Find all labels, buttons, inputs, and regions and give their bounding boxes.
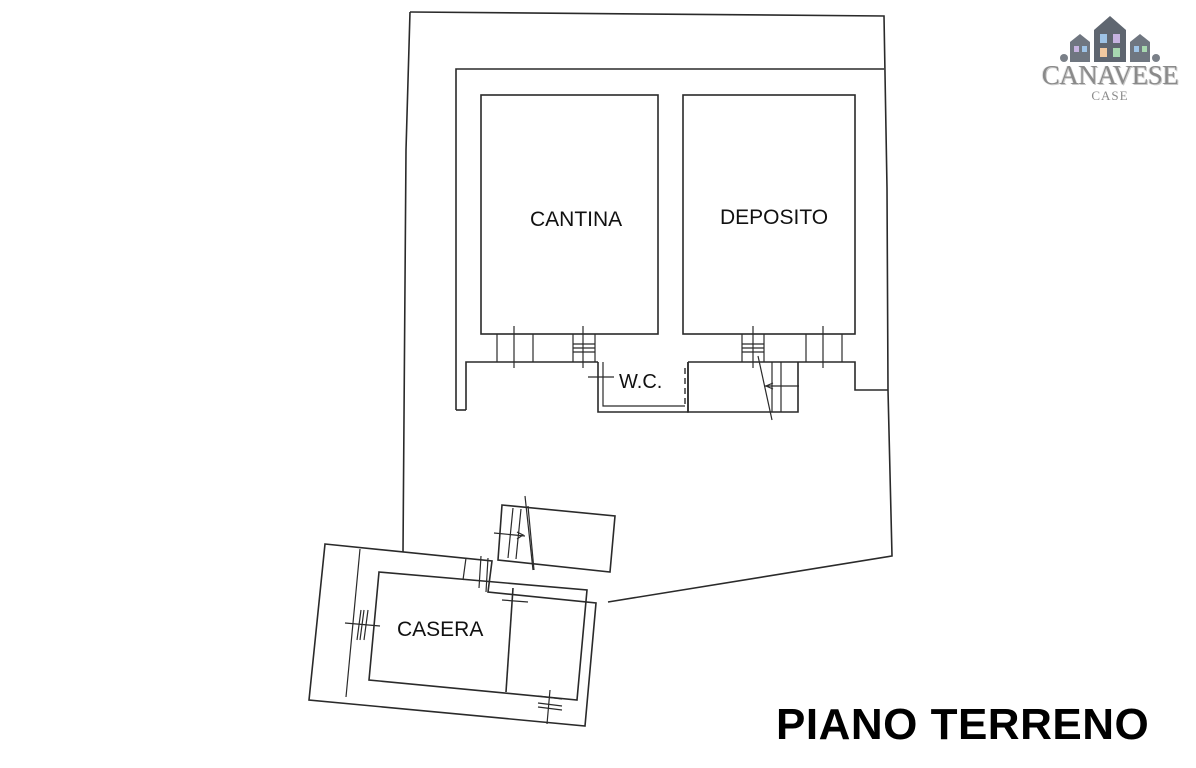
room-label-casera: CASERA <box>397 618 484 641</box>
casera-building <box>308 495 616 727</box>
room-label-wc: W.C. <box>619 371 663 393</box>
floor-title: PIANO TERRENO <box>776 700 1150 749</box>
main-building <box>455 68 888 421</box>
room-label-deposito: DEPOSITO <box>720 206 829 229</box>
cantina-room <box>480 94 659 335</box>
logo-brand: CANAVESE <box>1041 60 1179 90</box>
property-boundary <box>402 11 893 603</box>
logo-sub: CASE <box>1091 88 1129 103</box>
houses-icon <box>1060 16 1160 62</box>
deposito-room <box>682 94 856 335</box>
logo: CANAVESE CASE <box>1030 14 1190 103</box>
room-label-cantina: CANTINA <box>530 208 623 231</box>
